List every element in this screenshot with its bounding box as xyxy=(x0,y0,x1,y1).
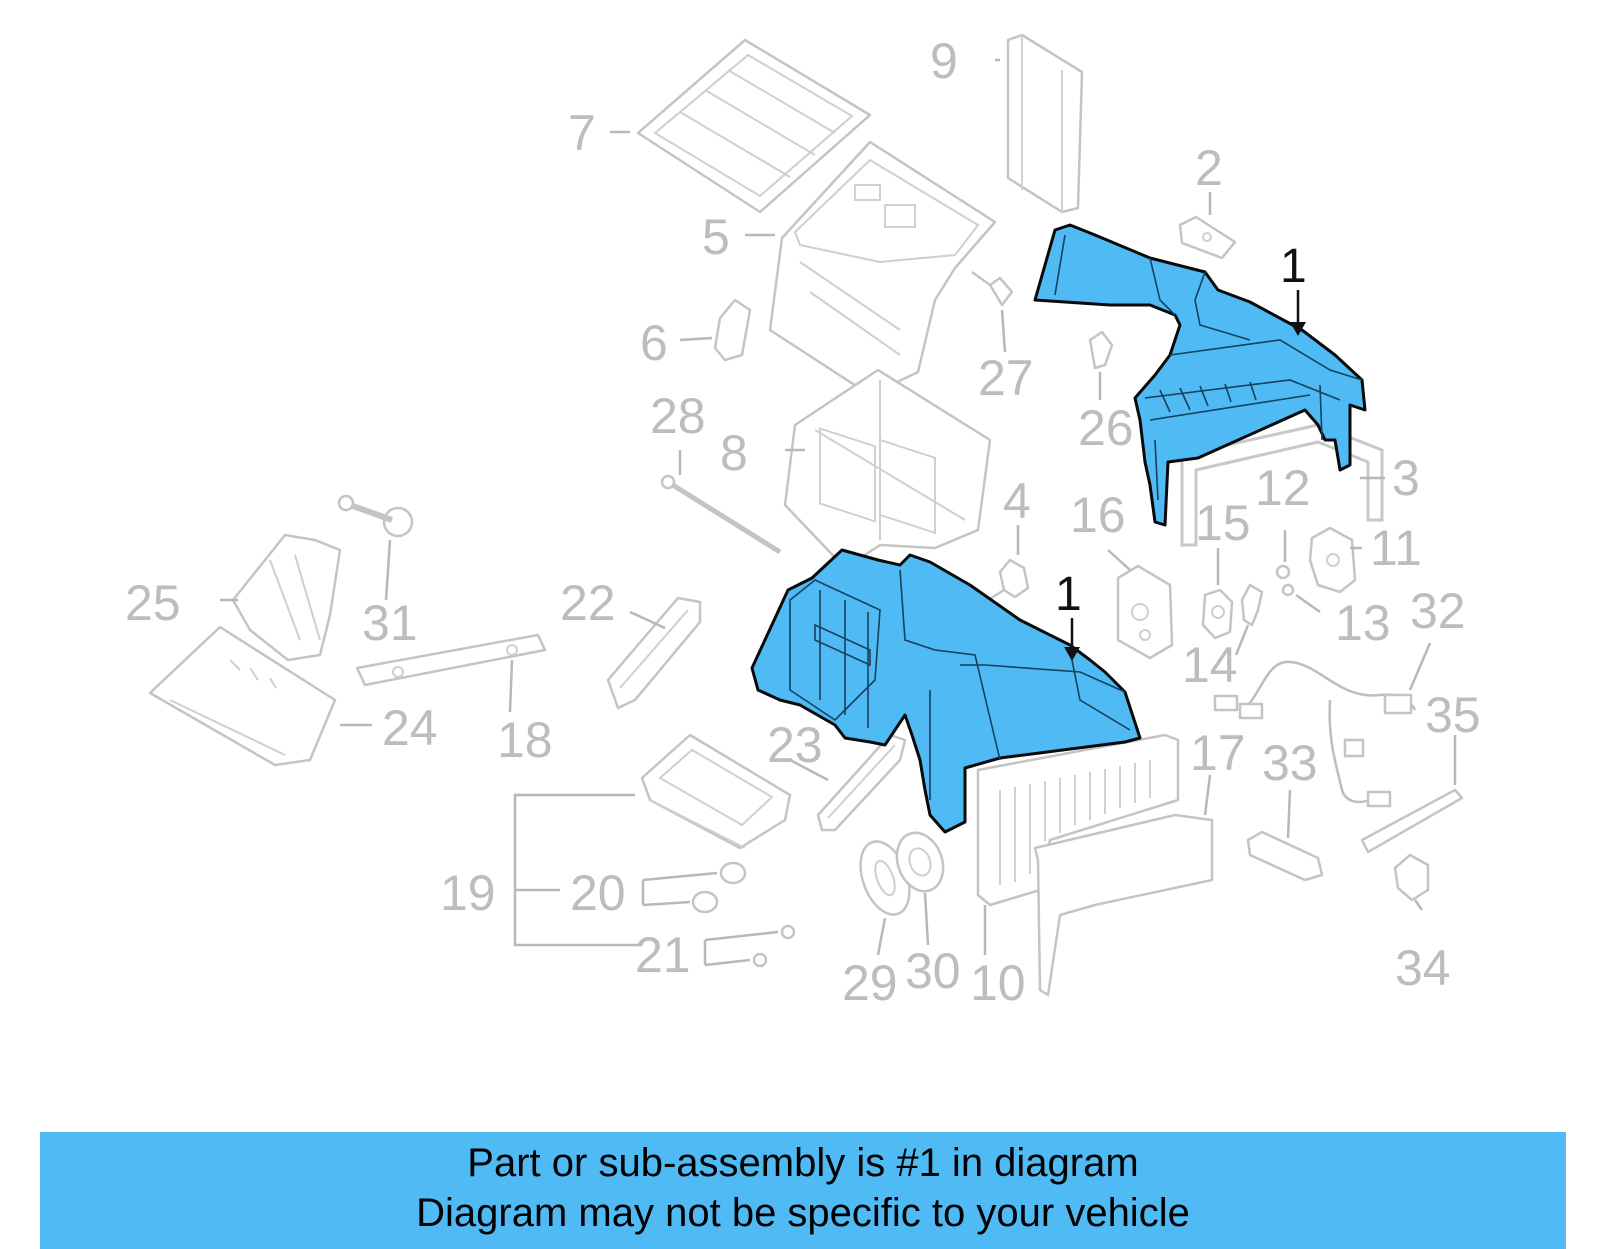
part-23-bracket xyxy=(816,733,907,832)
callout-21: 21 xyxy=(635,927,691,983)
part-16-actuator xyxy=(1116,564,1174,660)
part-17-cover xyxy=(1033,813,1214,997)
callout-28: 28 xyxy=(650,388,706,444)
part-18-strip xyxy=(355,633,547,687)
callout-12: 12 xyxy=(1255,460,1311,516)
callout-35: 35 xyxy=(1425,687,1481,743)
part-1-lower-housing xyxy=(750,548,1142,834)
callout-31: 31 xyxy=(362,595,418,651)
part-31-bolt xyxy=(337,494,414,538)
part-26-clip xyxy=(1088,330,1114,370)
part-30-grommet xyxy=(895,831,945,893)
part-11-actuator xyxy=(1308,526,1357,594)
leader-lines-dark xyxy=(1064,290,1306,661)
part-12-ring xyxy=(1275,564,1291,580)
callout-29: 29 xyxy=(842,955,898,1011)
callout-32: 32 xyxy=(1410,583,1466,639)
part-19-evaporator xyxy=(640,733,792,850)
callout-14: 14 xyxy=(1182,637,1238,693)
callout-17: 17 xyxy=(1190,725,1246,781)
callout-18: 18 xyxy=(497,712,553,768)
caption-line-2: Diagram may not be specific to your vehi… xyxy=(416,1191,1190,1235)
part-25-bracket xyxy=(231,533,342,662)
part-32-harness xyxy=(1213,660,1417,808)
callout-20: 20 xyxy=(570,865,626,921)
leader-lines-gray xyxy=(220,58,1457,967)
part-2-plate xyxy=(1178,215,1237,260)
part-3-gasket xyxy=(1180,423,1384,547)
callout-13: 13 xyxy=(1335,595,1391,651)
part-28-rod xyxy=(660,474,782,555)
callout-7: 7 xyxy=(568,105,596,161)
callout-24: 24 xyxy=(382,700,438,756)
part-22-bracket xyxy=(606,596,702,710)
part-21-clips xyxy=(752,924,796,968)
callout-15: 15 xyxy=(1195,495,1251,551)
callout-30: 30 xyxy=(905,943,961,999)
part-6-clip xyxy=(713,298,752,362)
part-34-clip xyxy=(1393,853,1430,902)
part-14-clip xyxy=(1240,583,1264,627)
callout-2: 2 xyxy=(1195,140,1223,196)
part-8-housing-frame xyxy=(783,368,992,570)
callout-34: 34 xyxy=(1395,940,1451,996)
callout-26: 26 xyxy=(1078,400,1134,456)
callout-10: 10 xyxy=(970,955,1026,1011)
callout-1-upper: 1 xyxy=(1280,240,1307,293)
caption-banner: Part or sub-assembly is #1 in diagram Di… xyxy=(40,1132,1566,1249)
part-1-upper-duct xyxy=(1033,223,1367,527)
callout-22: 22 xyxy=(560,575,616,631)
callout-5: 5 xyxy=(702,209,730,265)
part-33-connector xyxy=(1246,830,1324,882)
callout-23: 23 xyxy=(767,717,823,773)
callout-27: 27 xyxy=(978,350,1034,406)
callout-3: 3 xyxy=(1392,450,1420,506)
part-15-actuator xyxy=(1201,588,1234,640)
callout-4: 4 xyxy=(1003,473,1031,529)
callout-19: 19 xyxy=(440,865,496,921)
part-35-strip xyxy=(1360,788,1464,854)
caption-line-1: Part or sub-assembly is #1 in diagram xyxy=(467,1141,1139,1185)
part-10-heater-core xyxy=(976,733,1180,907)
callout-1-lower: 1 xyxy=(1055,568,1082,621)
callout-8: 8 xyxy=(720,425,748,481)
callout-9: 9 xyxy=(930,33,958,89)
callout-25: 25 xyxy=(125,575,181,631)
part-4-screw xyxy=(987,558,1030,602)
part-5-upper-housing xyxy=(768,140,997,397)
part-27-bolt xyxy=(971,270,1014,307)
part-20-orings xyxy=(691,861,747,914)
part-24-tray xyxy=(148,625,337,767)
part-7-filter-frame xyxy=(636,38,872,214)
callout-6: 6 xyxy=(640,315,668,371)
callout-33: 33 xyxy=(1262,735,1318,791)
part-9-panel xyxy=(1006,33,1084,214)
callout-11: 11 xyxy=(1370,520,1422,576)
part-13-ring xyxy=(1281,583,1295,597)
callout-16: 16 xyxy=(1070,487,1126,543)
